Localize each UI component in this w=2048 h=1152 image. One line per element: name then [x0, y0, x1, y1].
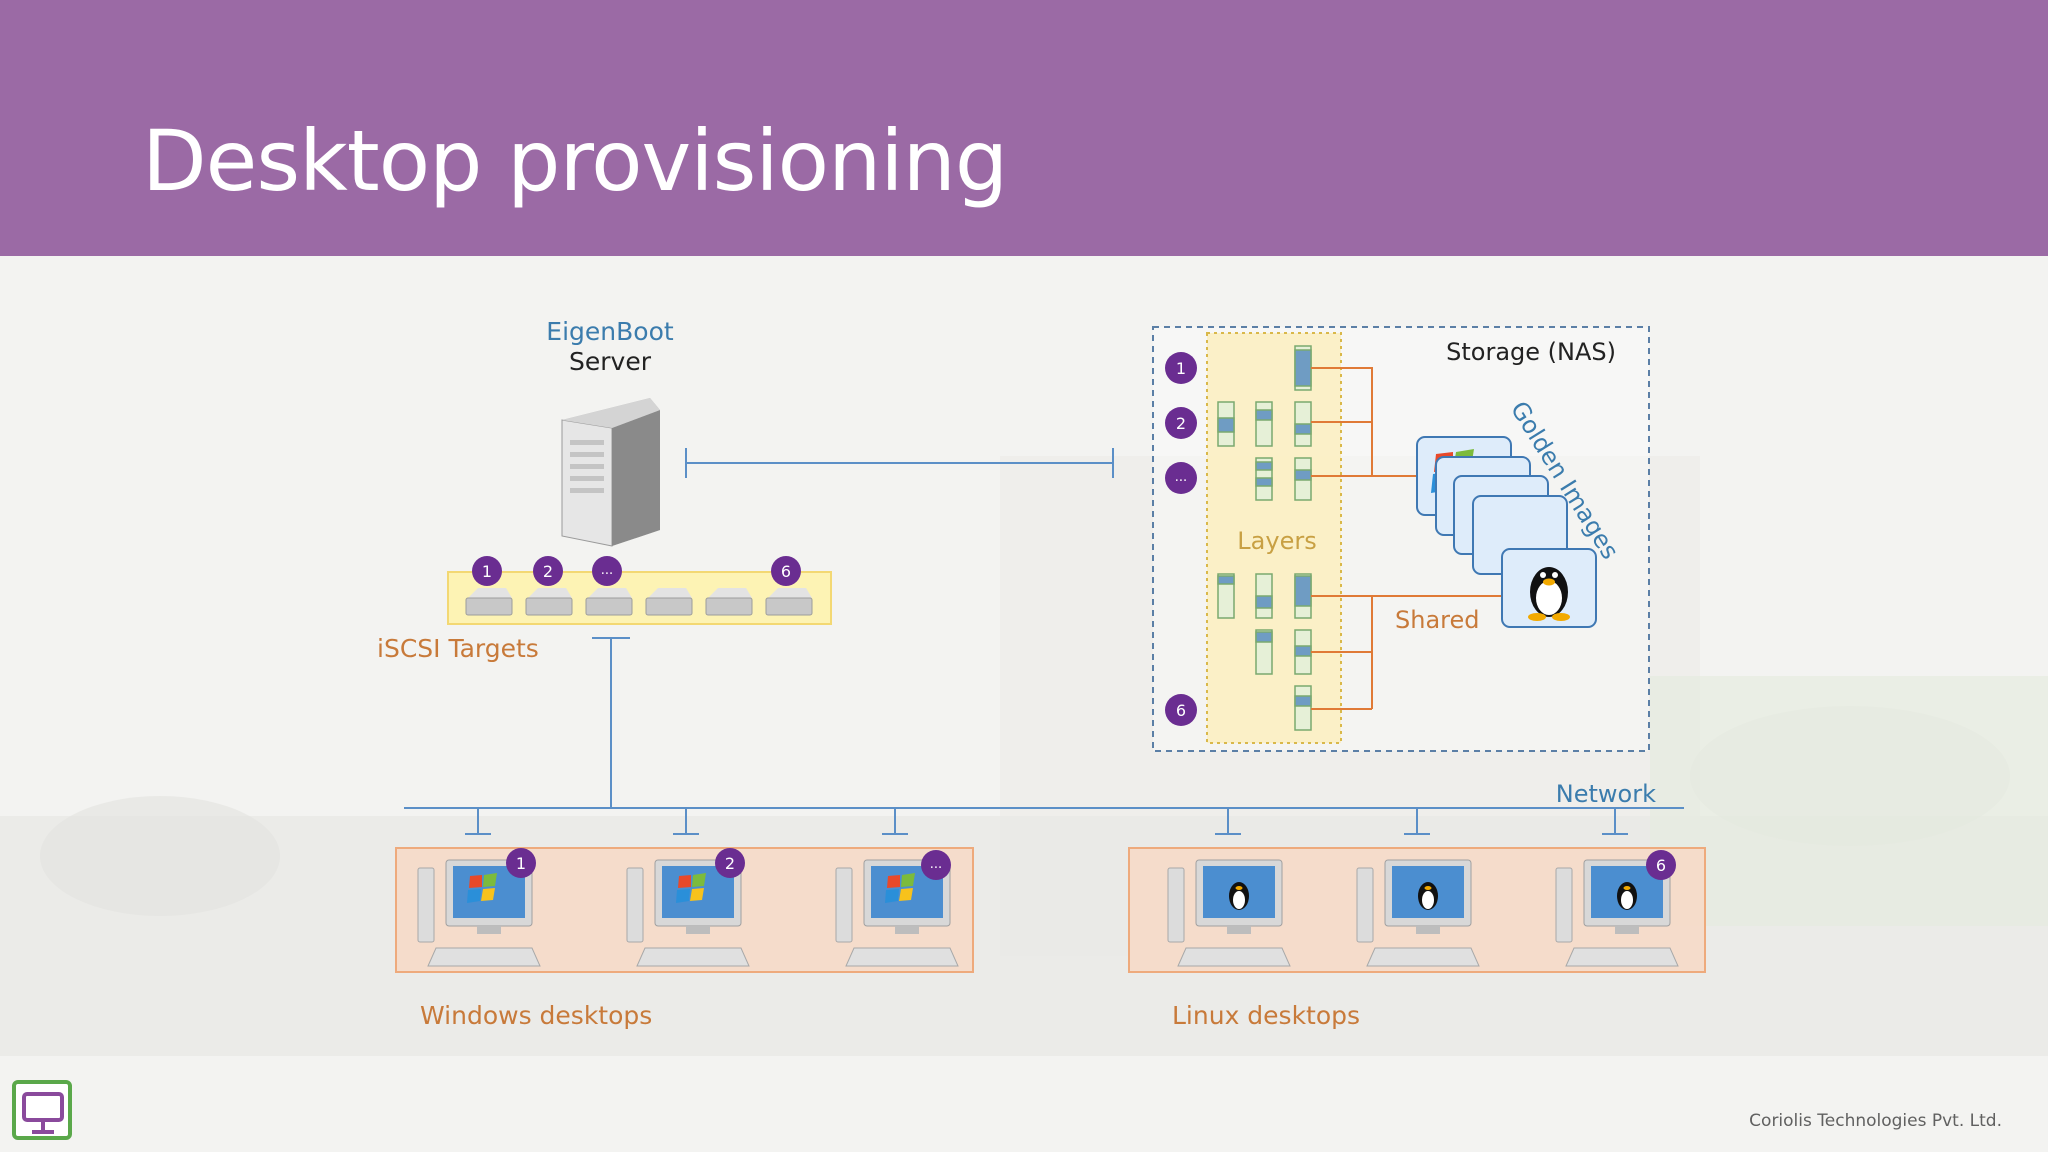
svg-text:2: 2: [1176, 414, 1186, 433]
windows-desktops-label: Windows desktops: [420, 1001, 652, 1030]
disk-icon: [465, 588, 513, 616]
golden-images-stack: [1416, 436, 1597, 628]
svg-text:...: ...: [930, 857, 942, 872]
storage-title: Storage (NAS): [1446, 338, 1616, 366]
server-storage-link: [685, 448, 1114, 478]
layer-bars: [1217, 345, 1312, 731]
svg-text:2: 2: [543, 562, 553, 581]
svg-text:1: 1: [482, 562, 492, 581]
iscsi-disks: [465, 588, 813, 616]
svg-text:...: ...: [601, 563, 613, 578]
svg-text:6: 6: [781, 562, 791, 581]
linux-desktop-1: [1167, 859, 1291, 967]
storage-badge: 6: [1165, 694, 1197, 726]
linux-desktop-2: [1356, 859, 1480, 967]
storage-badge: 1: [1165, 352, 1197, 384]
windows-badge: ...: [921, 850, 951, 880]
title-banner: Desktop provisioning: [0, 0, 2048, 256]
network-label: Network: [1556, 780, 1656, 808]
server-network-link: [592, 637, 630, 808]
windows-badge: 1: [506, 848, 536, 878]
monitor-logo-icon: [12, 1080, 72, 1140]
disk-icon: [705, 588, 753, 616]
disk-icon: [765, 588, 813, 616]
svg-text:...: ...: [1175, 470, 1187, 485]
svg-text:6: 6: [1656, 856, 1666, 875]
blurred-office-background: [0, 256, 2048, 1152]
disk-icon: [585, 588, 633, 616]
storage-badge: 2: [1165, 407, 1197, 439]
svg-text:6: 6: [1176, 701, 1186, 720]
iscsi-badge: ...: [592, 556, 622, 586]
slide-title: Desktop provisioning: [142, 112, 1008, 210]
iscsi-badge: 1: [472, 556, 502, 586]
server-icon: [561, 398, 660, 547]
iscsi-badge: 6: [771, 556, 801, 586]
disk-icon: [645, 588, 693, 616]
iscsi-targets-label: iSCSI Targets: [377, 634, 539, 663]
iscsi-badge: 2: [533, 556, 563, 586]
storage-badge: ...: [1165, 462, 1197, 494]
layers-label: Layers: [1237, 527, 1316, 555]
windows-desktop-2: [626, 859, 750, 967]
server-label: Server: [569, 347, 652, 376]
server-brand: EigenBoot: [546, 317, 674, 346]
svg-text:2: 2: [725, 854, 735, 873]
tux-penguin-icon: [1528, 567, 1570, 621]
shared-label: Shared: [1395, 606, 1480, 634]
linux-desktop-3: [1555, 859, 1679, 967]
svg-text:1: 1: [1176, 359, 1186, 378]
layer-connectors: [1311, 367, 1505, 710]
company-footer: Coriolis Technologies Pvt. Ltd.: [1749, 1111, 2002, 1131]
network-bus: [404, 807, 1684, 835]
disk-icon: [525, 588, 573, 616]
linux-desktops-label: Linux desktops: [1172, 1001, 1360, 1030]
windows-badge: 2: [715, 848, 745, 878]
svg-text:1: 1: [516, 854, 526, 873]
linux-badge: 6: [1646, 850, 1676, 880]
